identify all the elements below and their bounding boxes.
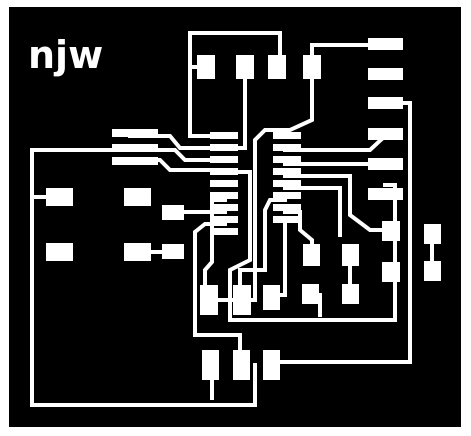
trace [283, 174, 392, 232]
pad [273, 132, 301, 139]
pad [273, 144, 301, 151]
pad [124, 243, 151, 261]
pad [210, 228, 238, 235]
pad [46, 188, 73, 206]
pad [210, 156, 238, 163]
pad [210, 132, 238, 139]
pad [303, 55, 321, 79]
pad [112, 157, 158, 165]
pad [162, 205, 184, 220]
pad [342, 284, 359, 304]
trace [193, 222, 242, 367]
pad [273, 168, 301, 175]
pad [197, 55, 215, 79]
pad [368, 68, 403, 80]
pad [263, 350, 280, 380]
pad [112, 129, 158, 137]
board-label: njw [28, 33, 103, 77]
pad [368, 128, 403, 140]
pad [342, 244, 359, 266]
trace [218, 65, 314, 302]
pad [233, 285, 251, 315]
pad [200, 285, 218, 315]
pad [303, 244, 320, 266]
copper-pads [46, 38, 441, 380]
pad [210, 168, 238, 175]
pad [124, 188, 151, 206]
pad [162, 244, 184, 259]
pad [424, 261, 441, 281]
trace [238, 198, 287, 299]
pad [46, 243, 73, 261]
trace [188, 31, 282, 69]
pad [112, 144, 158, 152]
trace [223, 170, 397, 322]
trace [283, 186, 342, 237]
pad [368, 38, 403, 50]
pad [210, 144, 238, 151]
pad [210, 216, 238, 223]
trace [30, 148, 257, 407]
pad [210, 192, 238, 199]
pad [368, 188, 403, 200]
pad [382, 262, 400, 282]
trace [203, 198, 227, 302]
pad [210, 204, 238, 211]
pad [368, 97, 403, 109]
pad [210, 180, 238, 187]
pad [273, 192, 301, 199]
pad [273, 156, 301, 163]
pad [368, 158, 403, 170]
pad [273, 180, 301, 187]
pad [302, 284, 319, 304]
pad [233, 350, 250, 380]
pad [273, 204, 301, 211]
pad [382, 221, 400, 241]
trace [283, 133, 388, 152]
pad [268, 55, 286, 79]
pad [236, 55, 254, 79]
pad [263, 285, 280, 310]
pad [424, 224, 441, 244]
pad [202, 350, 219, 380]
pad [273, 216, 301, 223]
